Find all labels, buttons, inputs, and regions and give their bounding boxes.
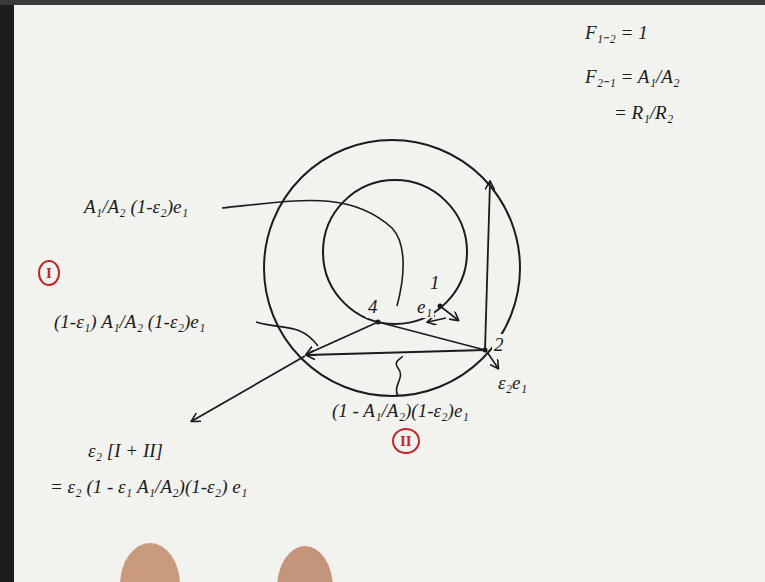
view-factor: F₂₋₁ = A₁/A₂ bbox=[583, 66, 682, 88]
radius-arrow bbox=[485, 182, 490, 350]
leader-line bbox=[222, 201, 403, 306]
ray bbox=[307, 322, 378, 354]
board-edge bbox=[0, 0, 765, 5]
hand bbox=[120, 543, 180, 582]
leader-line bbox=[396, 356, 402, 396]
energy-term: ε₂e₁ bbox=[496, 372, 529, 394]
leader-line bbox=[256, 322, 318, 346]
point-label: 2 bbox=[492, 334, 506, 356]
point bbox=[483, 348, 488, 353]
energy-term: e₁ bbox=[415, 296, 434, 318]
ray bbox=[378, 322, 485, 350]
inner-surface bbox=[323, 180, 467, 324]
ray bbox=[307, 350, 485, 355]
energy-term: (1 - A₁/A₂)(1-ε₂)e₁ bbox=[330, 400, 471, 422]
board-edge bbox=[0, 0, 14, 582]
equation: = ε₂ (1 - ε₁ A₁/A₂)(1-ε₂) e₁ bbox=[48, 476, 249, 498]
callout-number: I bbox=[38, 260, 60, 286]
point-label: 1 bbox=[428, 272, 442, 294]
point bbox=[376, 320, 381, 325]
energy-term: (1-ε₁) A₁/A₂ (1-ε₂)e₁ bbox=[52, 311, 207, 333]
point bbox=[438, 304, 443, 309]
hand bbox=[277, 546, 333, 582]
ray bbox=[192, 356, 305, 421]
equation: ε₂ [I + II] bbox=[86, 440, 165, 462]
point-label: 4 bbox=[366, 296, 380, 318]
callout-number: II bbox=[392, 428, 420, 454]
energy-term: A₁/A₂ (1-ε₂)e₁ bbox=[82, 196, 190, 218]
emission-arrow bbox=[440, 306, 458, 320]
emission-arrow bbox=[428, 318, 446, 322]
view-factor: = R₁/R₂ bbox=[612, 102, 675, 124]
view-factor: F₁₋₂ = 1 bbox=[583, 22, 650, 44]
